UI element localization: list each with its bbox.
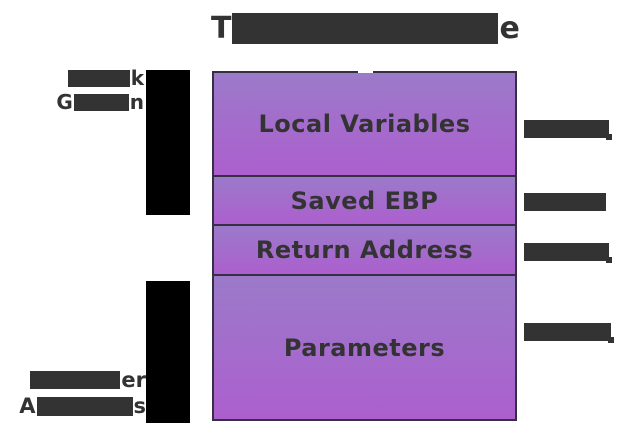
segment-label: Parameters	[283, 333, 446, 362]
page-title: T e	[211, 10, 520, 46]
label-redaction-bar	[73, 93, 129, 111]
segment-local-variables: Local Variables	[214, 73, 515, 175]
segment-return-address: Return Address	[214, 224, 515, 274]
segment-label: Local Variables	[258, 110, 471, 138]
segment-saved-ebp: Saved EBP	[214, 175, 515, 224]
label-redaction-bar	[30, 371, 121, 389]
address-annotation-redacted	[524, 243, 612, 263]
stack-growth-line1-suffix: k	[130, 66, 144, 90]
title-redaction-bar	[232, 12, 499, 44]
stack-growth-line2-prefix: G	[56, 90, 73, 114]
segment-parameters: Parameters	[214, 274, 515, 419]
higher-addresses-line2-prefix: A	[19, 394, 36, 418]
segment-label: Saved EBP	[290, 186, 439, 215]
label-redaction-bar	[36, 396, 133, 416]
stack-frame-box: Local Variables Saved EBP Return Address…	[212, 71, 517, 421]
title-visible-prefix: T	[211, 10, 232, 46]
higher-addresses-line2-suffix: s	[133, 394, 147, 418]
title-visible-suffix: e	[499, 10, 520, 46]
top-border-notch	[358, 71, 373, 73]
stack-growth-label: k G n	[40, 66, 144, 114]
stack-growth-arrow-redacted	[146, 70, 190, 215]
label-redaction-bar	[67, 69, 130, 87]
address-annotation-redacted	[524, 323, 614, 343]
higher-addresses-line1-suffix: er	[121, 368, 146, 392]
higher-addresses-line2: A s	[10, 393, 146, 419]
glyph-fragment	[608, 337, 614, 343]
address-annotation-redacted	[524, 120, 612, 140]
address-annotation-redacted	[524, 193, 606, 211]
higher-addresses-label: er A s	[10, 367, 146, 419]
glyph-fragment	[606, 257, 612, 263]
higher-addresses-line1: er	[10, 367, 146, 393]
stack-growth-line2: G n	[40, 90, 144, 114]
glyph-fragment	[606, 134, 612, 140]
stack-growth-line2-suffix: n	[129, 90, 144, 114]
stack-growth-line1: k	[40, 66, 144, 90]
segment-label: Return Address	[255, 236, 474, 264]
higher-addresses-arrow-redacted	[146, 281, 190, 423]
